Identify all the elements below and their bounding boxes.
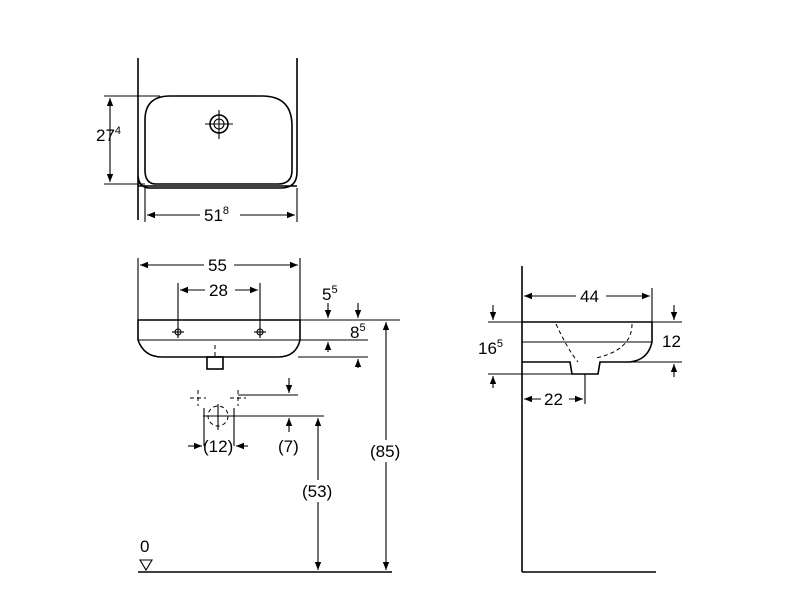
total-height-label: (85) <box>370 442 400 461</box>
basin-outline-top <box>137 58 298 220</box>
waste-height-label: (53) <box>302 482 332 501</box>
depth-label: 274 <box>96 125 121 145</box>
tap-hole-icon <box>205 110 233 139</box>
tap-spacing-label: 28 <box>209 281 228 300</box>
waste-offset-label: (7) <box>278 437 299 456</box>
rim-thickness-label: 85 <box>350 322 366 342</box>
width-label: 518 <box>204 205 229 225</box>
waste-from-wall-label: 22 <box>544 390 563 409</box>
overall-width-label: 55 <box>208 256 227 275</box>
waste-outlet-front <box>206 356 224 370</box>
waste-outlet-icon <box>203 404 233 430</box>
tap-marker-left-icon <box>172 326 184 338</box>
projection-label: 44 <box>580 287 599 306</box>
waste-spacing-label: (12) <box>203 437 233 456</box>
basin-bowl-top <box>144 95 293 185</box>
rim-top-label: 55 <box>322 284 338 304</box>
side-height-label: 165 <box>478 338 503 358</box>
floor-level-icon <box>139 559 153 572</box>
basin-body-side <box>522 321 653 375</box>
basin-body-front <box>137 319 301 358</box>
floor-level-label: 0 <box>140 537 149 556</box>
rim-height-label: 12 <box>662 332 681 351</box>
waste-marker-right-icon <box>230 390 246 406</box>
waste-marker-left-icon <box>190 390 206 406</box>
bowl-profile-dashed <box>555 323 633 363</box>
top-view: 274 518 <box>96 58 298 225</box>
front-view: 55 28 55 85 <box>137 255 404 573</box>
side-view: 44 165 12 22 <box>478 266 682 573</box>
tap-marker-right-icon <box>254 326 266 338</box>
